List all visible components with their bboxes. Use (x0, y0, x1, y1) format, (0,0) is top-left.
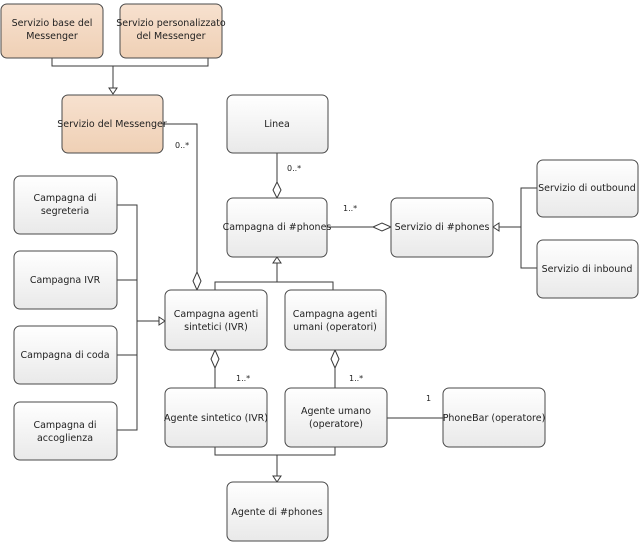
multiplicity-label: 0..* (175, 141, 189, 150)
class-agente-sintetico: Agente sintetico (IVR) (164, 387, 268, 448)
class-label-line: Agente di #phones (231, 507, 322, 518)
class-campagna-agenti-umani: Campagna agenti umani (operatori) (284, 289, 387, 351)
class-label-line: Campagna di (33, 420, 96, 431)
class-servizio-di-phones: Servizio di #phones (390, 197, 494, 258)
class-label-line: Campagna di (33, 193, 96, 204)
aggregation-diamond-icon (210, 348, 220, 370)
generalization-arrowhead-icon (492, 222, 500, 232)
class-linea: Linea (226, 94, 329, 154)
class-label-line: Campagna agenti (174, 309, 259, 320)
class-agente-umano: Agente umano (operatore) (284, 387, 388, 448)
class-label-line: Messenger (26, 31, 78, 42)
generalization-arrowhead-icon (158, 316, 166, 326)
multiplicity-label: 1..* (349, 374, 363, 383)
class-label-line: Agente sintetico (IVR) (164, 413, 268, 424)
aggregation-diamond-icon (272, 180, 282, 200)
class-servizio-di-inbound: Servizio di inbound (536, 239, 639, 299)
class-campagna-accoglienza: Campagna di accoglienza (13, 401, 118, 461)
class-boxes: Servizio base del Messenger Servizio per… (0, 3, 639, 542)
class-servizio-del-messenger: Servizio del Messenger (57, 94, 167, 154)
class-campagna-ivr: Campagna IVR (13, 250, 118, 310)
multiplicity-label: 0..* (287, 164, 301, 173)
multiplicity-label: 1..* (236, 374, 250, 383)
class-agente-di-phones: Agente di #phones (226, 481, 329, 542)
class-label-line: Servizio personalizzato (116, 18, 226, 29)
class-label-line: segreteria (41, 206, 89, 217)
aggregation-diamond-icon (371, 222, 393, 232)
class-campagna-di-phones: Campagna di #phones (223, 197, 332, 258)
class-label-line: Servizio di inbound (542, 264, 633, 275)
class-label-line: PhoneBar (operatore) (443, 413, 546, 424)
generalization-arrowhead-icon (272, 256, 282, 264)
class-servizio-base-messenger: Servizio base del Messenger (0, 3, 104, 59)
class-label-line: sintetici (IVR) (184, 322, 248, 333)
class-servizio-personalizzato-messenger: Servizio personalizzato del Messenger (116, 3, 226, 59)
generalization-arrowhead-icon (108, 87, 118, 95)
multiplicity-labels: 0..* 0..* 1..* 1..* 1..* 1 (175, 141, 431, 403)
aggregation-diamond-icon (192, 270, 202, 292)
class-label-line: del Messenger (136, 31, 205, 42)
class-label-line: accoglienza (37, 433, 93, 444)
class-servizio-di-outbound: Servizio di outbound (536, 159, 639, 218)
class-campagna-agenti-sintetici: Campagna agenti sintetici (IVR) (164, 289, 268, 351)
class-campagna-segreteria: Campagna di segreteria (13, 175, 118, 235)
multiplicity-label: 1 (426, 394, 431, 403)
connectors (51, 58, 537, 483)
generalization-messenger-line (51, 58, 209, 67)
class-label-line: Agente umano (301, 406, 371, 417)
class-label-line: Campagna IVR (30, 275, 101, 286)
generalization-arrowhead-icon (272, 475, 282, 483)
class-label-line: Servizio del Messenger (57, 119, 167, 130)
class-label-line: Servizio di #phones (395, 222, 490, 233)
class-label-line: Linea (264, 119, 290, 130)
class-label-line: Campagna di #phones (223, 222, 332, 233)
class-label-line: Servizio di outbound (538, 183, 636, 194)
class-label-line: umani (operatori) (293, 322, 377, 333)
class-phonebar: PhoneBar (operatore) (442, 387, 546, 448)
class-campagna-di-coda: Campagna di coda (13, 325, 118, 385)
multiplicity-label: 1..* (343, 204, 357, 213)
class-label-line: Campagna agenti (293, 309, 378, 320)
class-label-line: Servizio base del (12, 18, 93, 29)
aggregation-diamond-icon (330, 348, 340, 370)
class-label-line: (operatore) (309, 419, 363, 430)
class-label-line: Campagna di coda (20, 350, 109, 361)
